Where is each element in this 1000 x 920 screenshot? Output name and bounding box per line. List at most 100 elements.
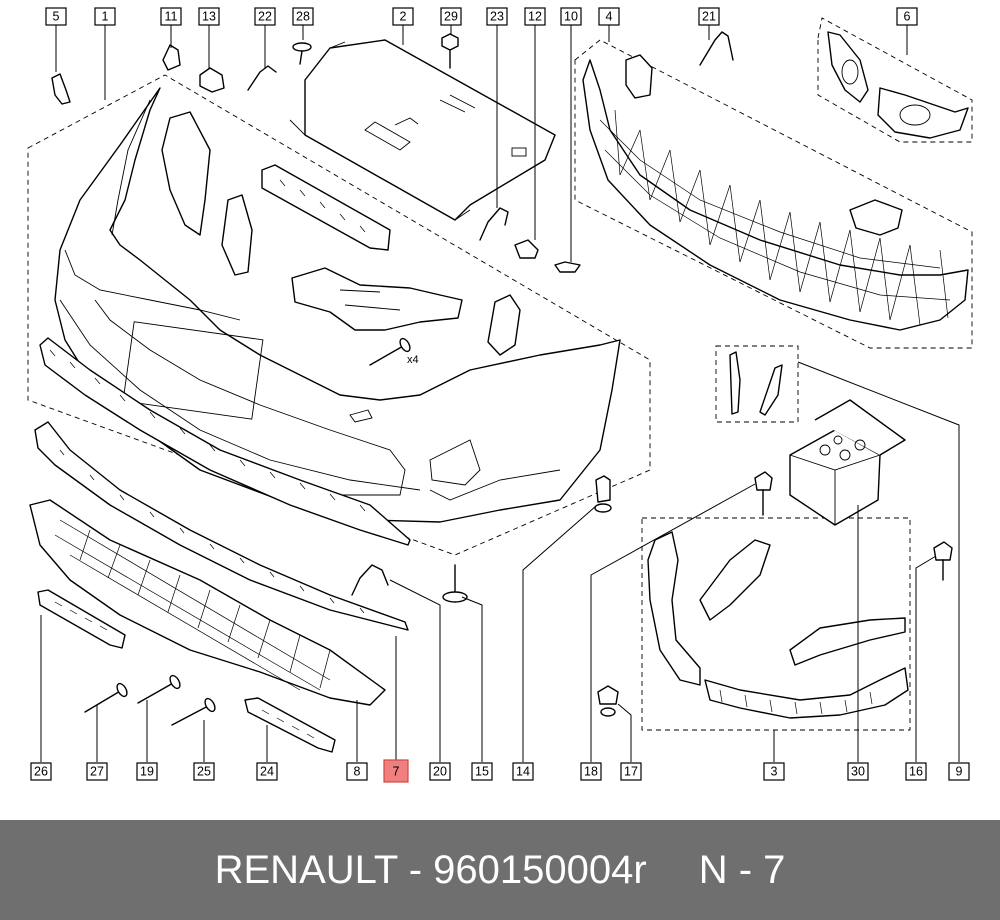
part-side-trim-right — [244, 697, 336, 753]
part-screw-15 — [442, 564, 468, 603]
svg-text:27: 27 — [90, 765, 104, 779]
part-foglamp-bezel — [827, 31, 969, 139]
svg-text:5: 5 — [53, 10, 60, 24]
part-wire-23 — [479, 207, 509, 241]
frame-foglamp-assembly — [817, 17, 973, 143]
svg-text:20: 20 — [433, 765, 447, 779]
svg-text:14: 14 — [516, 765, 530, 779]
part-clip-10 — [554, 261, 581, 273]
callout-5: 5 — [45, 7, 67, 26]
part-grille-clip — [625, 54, 903, 236]
svg-text:8: 8 — [354, 765, 361, 779]
part-rivet-19 — [137, 674, 181, 704]
callout-25: 25 — [193, 762, 215, 781]
part-grille — [582, 59, 969, 331]
svg-text:23: 23 — [490, 10, 504, 24]
callout-2: 2 — [392, 7, 414, 26]
part-clip-12 — [514, 239, 539, 259]
svg-text:15: 15 — [475, 765, 489, 779]
callout-1: 1 — [94, 7, 116, 26]
callout-19: 19 — [136, 762, 158, 781]
svg-text:4: 4 — [606, 10, 613, 24]
part-screw-14 — [594, 475, 612, 513]
svg-text:6: 6 — [904, 10, 911, 24]
part-fastener-box — [789, 399, 906, 526]
frame-bumper-assembly — [27, 74, 651, 556]
svg-text:10: 10 — [564, 10, 578, 24]
svg-text:26: 26 — [34, 765, 48, 779]
part-bumper-bracket-center — [291, 267, 463, 331]
callout-18: 18 — [580, 762, 602, 781]
callout-11: 11 — [160, 7, 182, 26]
footer-part-number: RENAULT - 960150004r — [214, 847, 647, 892]
svg-text:16: 16 — [909, 765, 923, 779]
footer-position: N - 7 — [698, 847, 786, 892]
part-bumper-bracket-left — [161, 111, 253, 276]
callout-20: 20 — [429, 762, 451, 781]
callout-12: 12 — [524, 7, 546, 26]
svg-text:2: 2 — [400, 10, 407, 24]
part-side-brackets — [647, 531, 909, 719]
footer-bar: RENAULT - 960150004r N - 7 — [0, 820, 1000, 920]
svg-text:25: 25 — [197, 765, 211, 779]
svg-text:30: 30 — [851, 765, 865, 779]
part-clip-kit — [729, 351, 783, 416]
callout-4: 4 — [598, 7, 620, 26]
callout-13: 13 — [198, 7, 220, 26]
frame-bracket-assembly — [641, 517, 911, 731]
leader-lines — [40, 25, 960, 762]
part-wire-20 — [351, 564, 389, 596]
part-screw-16 — [933, 541, 953, 581]
callout-15: 15 — [471, 762, 493, 781]
svg-text:28: 28 — [296, 10, 310, 24]
part-under-shield — [29, 499, 386, 706]
svg-text:21: 21 — [702, 10, 716, 24]
callout-6: 6 — [896, 7, 918, 26]
callout-8: 8 — [346, 762, 368, 781]
part-grille-wire — [699, 31, 734, 66]
svg-text:1: 1 — [102, 10, 109, 24]
callout-21: 21 — [698, 7, 720, 26]
part-rivet-27 — [84, 682, 128, 713]
callout-7-highlighted[interactable]: 7 — [383, 759, 409, 783]
svg-text:24: 24 — [260, 765, 274, 779]
callout-14: 14 — [512, 762, 534, 781]
svg-text:19: 19 — [140, 765, 154, 779]
part-spoiler-strip — [39, 337, 411, 546]
part-clip-11 — [162, 44, 181, 71]
svg-text:17: 17 — [624, 765, 638, 779]
svg-text:11: 11 — [165, 10, 178, 24]
part-clip-13 — [199, 67, 225, 93]
svg-text:3: 3 — [771, 765, 778, 779]
part-upper-cover — [289, 39, 556, 221]
callout-17: 17 — [620, 762, 642, 781]
part-screw-18 — [754, 471, 773, 516]
callout-22: 22 — [254, 7, 276, 26]
svg-text:13: 13 — [202, 10, 216, 24]
part-side-trim-left — [37, 589, 126, 649]
callout-23: 23 — [486, 7, 508, 26]
callout-9: 9 — [948, 762, 970, 781]
callout-16: 16 — [905, 762, 927, 781]
callout-29: 29 — [440, 7, 462, 26]
part-clip-5 — [51, 73, 71, 105]
part-screw-17 — [597, 685, 619, 717]
part-screw-29 — [441, 33, 459, 69]
callout-3: 3 — [763, 762, 785, 781]
svg-text:29: 29 — [444, 10, 458, 24]
part-bumper-bracket-upper — [261, 164, 391, 251]
frame-clip-kit — [715, 345, 799, 423]
svg-text:22: 22 — [258, 10, 272, 24]
callout-24: 24 — [256, 762, 278, 781]
svg-text:7: 7 — [393, 765, 400, 779]
parts-diagram: x4 — [27, 7, 973, 783]
callout-30: 30 — [847, 762, 869, 781]
part-bumper-bracket-side — [487, 294, 521, 356]
part-lower-trim — [34, 421, 409, 631]
qty-x4-label: x4 — [407, 354, 419, 366]
part-rivet-x4 — [369, 337, 411, 366]
callout-27: 27 — [86, 762, 108, 781]
part-screw-28 — [292, 42, 312, 65]
part-wire-22 — [247, 65, 277, 91]
callout-26: 26 — [30, 762, 52, 781]
